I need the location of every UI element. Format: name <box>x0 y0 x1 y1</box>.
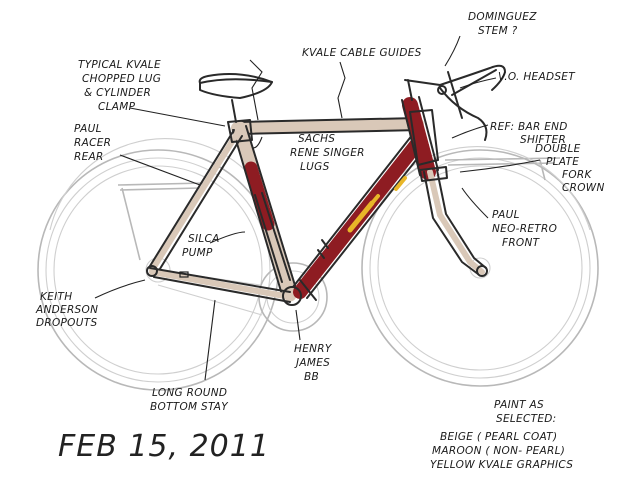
date-text: FEB 15, 2011 <box>58 429 270 464</box>
label-line: NEO-RETRO <box>492 223 557 235</box>
label-line: RENE SINGER <box>290 147 365 159</box>
label-line: TYPICAL KVALE <box>78 59 161 71</box>
label-line: CHOPPED LUG <box>82 73 161 85</box>
label-line: V.O. HEADSET <box>498 71 576 83</box>
label-silca-pump: SILCA PUMP <box>182 233 220 259</box>
label-line: REAR <box>74 151 104 163</box>
label-long-round-stay: LONG ROUND BOTTOM STAY <box>150 387 229 413</box>
label-line: HENRY <box>294 343 333 355</box>
label-line: LONG ROUND <box>152 387 227 399</box>
label-line: JAMES <box>294 357 330 369</box>
label-line: CROWN <box>562 182 605 194</box>
label-line: PAUL <box>74 123 102 135</box>
label-line: BOTTOM STAY <box>150 401 229 413</box>
label-typical-kvale: TYPICAL KVALE CHOPPED LUG & CYLINDER CLA… <box>78 59 161 113</box>
label-line: PUMP <box>182 247 213 259</box>
label-line: BB <box>304 371 319 383</box>
saddle <box>200 74 272 122</box>
label-line: SACHS <box>298 133 335 145</box>
bike-frame <box>147 97 487 305</box>
label-dominguez-stem: DOMINGUEZ STEM ? <box>468 11 537 37</box>
label-line: DROPOUTS <box>36 317 97 329</box>
label-paint-selection: PAINT AS SELECTED: BEIGE ( PEARL COAT) M… <box>430 399 573 471</box>
label-line: FRONT <box>502 237 541 249</box>
label-line: PLATE <box>546 156 579 168</box>
label-line: SILCA <box>188 233 220 245</box>
label-line: REF: BAR END <box>490 121 568 133</box>
label-line: RACER <box>74 137 111 149</box>
label-line: BEIGE ( PEARL COAT) <box>440 431 557 443</box>
label-line: & CYLINDER <box>84 87 151 99</box>
label-line: LUGS <box>300 161 330 173</box>
label-sachs-lugs: SACHS RENE SINGER LUGS <box>290 133 365 173</box>
label-kvale-cable-guides: KVALE CABLE GUIDES <box>302 47 422 59</box>
label-paul-front: PAUL NEO-RETRO FRONT <box>492 209 557 249</box>
label-keith-anderson: KEITH ANDERSON DROPOUTS <box>35 291 98 329</box>
label-henry-james: HENRY JAMES BB <box>294 343 333 383</box>
sketch-date: FEB 15, 2011 <box>58 429 270 464</box>
label-vo-headset: V.O. HEADSET <box>498 71 576 83</box>
label-line: DOUBLE <box>535 143 581 155</box>
label-paul-racer-rear: PAUL RACER REAR <box>74 123 111 163</box>
label-line: KVALE CABLE GUIDES <box>302 47 422 59</box>
label-line: KEITH <box>40 291 72 303</box>
label-line: PAUL <box>492 209 520 221</box>
label-line: FORK <box>562 169 592 181</box>
label-line: YELLOW KVALE GRAPHICS <box>430 459 573 471</box>
label-line: CLAMP <box>98 101 136 113</box>
label-line: STEM ? <box>478 25 518 37</box>
label-line: DOMINGUEZ <box>468 11 537 23</box>
leader-lines <box>95 36 540 380</box>
label-line: PAINT AS <box>494 399 544 411</box>
label-line: MAROON ( NON- PEARL) <box>432 445 565 457</box>
label-line: ANDERSON <box>35 304 98 316</box>
label-line: SELECTED: <box>496 413 557 425</box>
